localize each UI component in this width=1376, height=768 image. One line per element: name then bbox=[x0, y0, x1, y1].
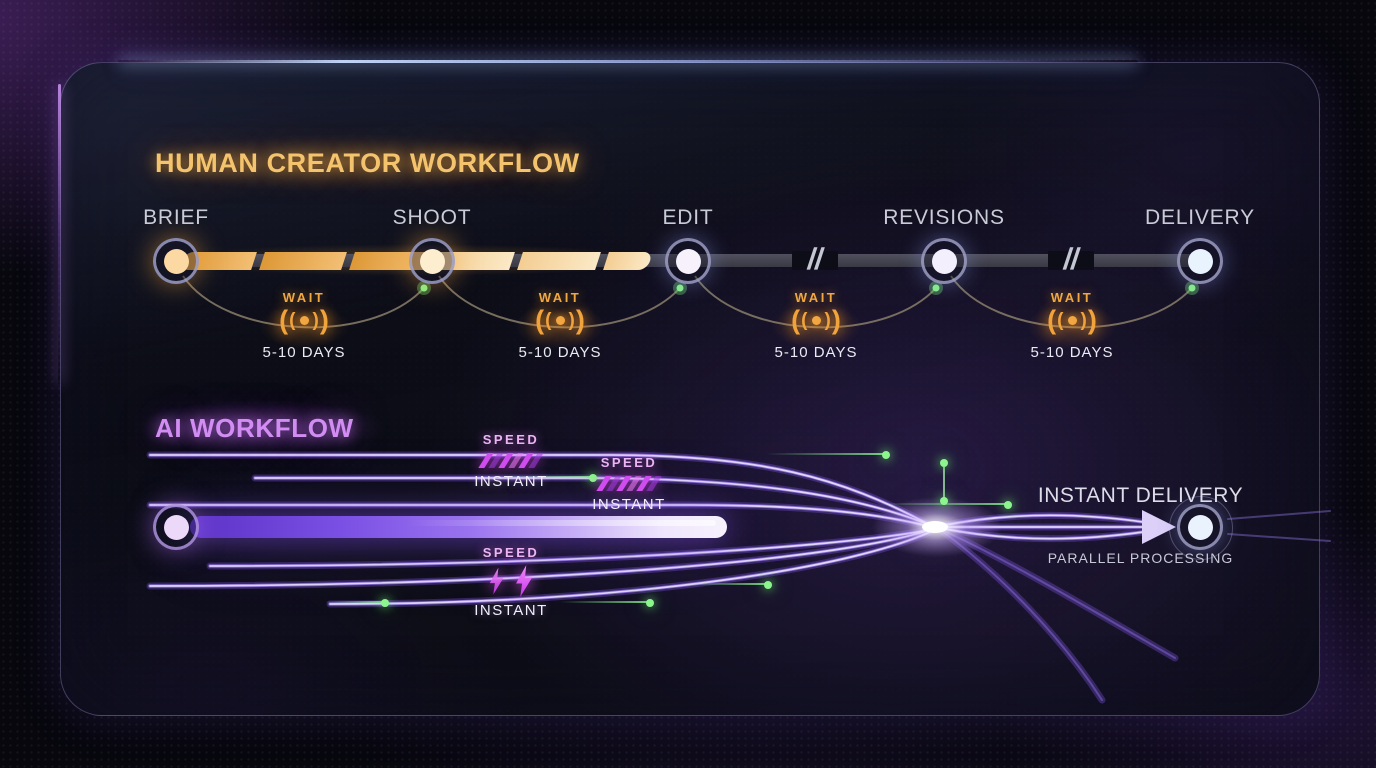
track-break-gap bbox=[1048, 251, 1094, 270]
stage-node-brief bbox=[153, 238, 199, 284]
ai-main-beam bbox=[190, 516, 727, 538]
instant-label: INSTANT bbox=[474, 602, 548, 619]
progress-segment bbox=[517, 251, 601, 270]
stage-label-revisions: REVISIONS bbox=[883, 206, 1005, 229]
green-signal-dot bbox=[1004, 501, 1012, 509]
track-break-gap bbox=[792, 251, 838, 270]
wait-duration: 5-10 DAYS bbox=[262, 344, 346, 361]
signal-wait-icon: (()) bbox=[279, 304, 329, 335]
human-title-halo bbox=[135, 134, 545, 192]
wait-group-4: WAIT (()) 5-10 DAYS bbox=[992, 290, 1152, 361]
green-signal-dot bbox=[940, 459, 948, 467]
ai-title-halo bbox=[135, 400, 385, 454]
green-signal-dot bbox=[646, 599, 654, 607]
stage-label-delivery: DELIVERY bbox=[1145, 206, 1255, 229]
wait-duration: 5-10 DAYS bbox=[518, 344, 602, 361]
wait-group-2: WAIT (()) 5-10 DAYS bbox=[480, 290, 640, 361]
speed-label: SPEED bbox=[482, 545, 540, 560]
lightning-bolts-icon bbox=[431, 564, 591, 598]
node-core bbox=[163, 248, 189, 274]
convergence-flare-core bbox=[922, 521, 948, 533]
comet-trail bbox=[688, 583, 768, 585]
signal-wait-icon: (()) bbox=[1047, 304, 1097, 335]
speed-label: SPEED bbox=[482, 432, 540, 447]
stage-node-revisions bbox=[921, 238, 967, 284]
progress-segment bbox=[259, 251, 347, 270]
human-workflow-title: HUMAN CREATOR WORKFLOW bbox=[155, 148, 580, 178]
instant-label: INSTANT bbox=[592, 496, 666, 513]
green-connector-line bbox=[943, 467, 945, 501]
stage-label-brief: BRIEF bbox=[143, 206, 209, 229]
node-core bbox=[1187, 248, 1213, 274]
progress-segment bbox=[603, 251, 653, 270]
timeline-break-slashes: // bbox=[1061, 243, 1081, 276]
ai-workflow-title: AI WORKFLOW bbox=[155, 413, 354, 443]
comet-trail bbox=[325, 601, 385, 603]
timeline-break-slashes: // bbox=[805, 243, 825, 276]
signal-wait-icon: (()) bbox=[791, 304, 841, 335]
speed-label: SPEED bbox=[600, 455, 658, 470]
wait-label: WAIT bbox=[1050, 290, 1094, 305]
ai-start-node bbox=[153, 504, 199, 550]
node-core bbox=[675, 248, 701, 274]
wait-duration: 5-10 DAYS bbox=[774, 344, 858, 361]
green-signal-dot bbox=[764, 581, 772, 589]
node-core bbox=[1187, 514, 1213, 540]
speed-marker-3: SPEED INSTANT bbox=[431, 545, 591, 619]
wait-duration: 5-10 DAYS bbox=[1030, 344, 1114, 361]
node-core bbox=[931, 248, 957, 274]
wait-group-1: WAIT (()) 5-10 DAYS bbox=[224, 290, 384, 361]
comet-trail bbox=[766, 453, 886, 455]
instant-delivery-title: INSTANT DELIVERY bbox=[1037, 484, 1244, 507]
stage-node-edit bbox=[665, 238, 711, 284]
stage-node-shoot bbox=[409, 238, 455, 284]
green-signal-dot bbox=[940, 497, 948, 505]
wait-label: WAIT bbox=[538, 290, 582, 305]
stage-label-shoot: SHOOT bbox=[392, 206, 472, 229]
beam-highlight bbox=[404, 520, 717, 526]
wait-label: WAIT bbox=[282, 290, 326, 305]
stage-label-edit: EDIT bbox=[662, 206, 714, 229]
wait-label: WAIT bbox=[794, 290, 838, 305]
speed-marker-2: SPEED INSTANT bbox=[549, 455, 709, 513]
green-signal-dot bbox=[882, 451, 890, 459]
wait-group-3: WAIT (()) 5-10 DAYS bbox=[736, 290, 896, 361]
node-core bbox=[419, 248, 445, 274]
node-core bbox=[163, 514, 189, 540]
panel-left-glow-line bbox=[58, 84, 61, 384]
speed-hatch-icon bbox=[549, 476, 709, 491]
green-signal-dot bbox=[381, 599, 389, 607]
stage-node-delivery bbox=[1177, 238, 1223, 284]
signal-wait-icon: (()) bbox=[535, 304, 585, 335]
parallel-processing-label: PARALLEL PROCESSING bbox=[1047, 550, 1234, 566]
ai-delivery-node bbox=[1177, 504, 1223, 550]
panel-top-glow-line bbox=[118, 60, 1138, 63]
